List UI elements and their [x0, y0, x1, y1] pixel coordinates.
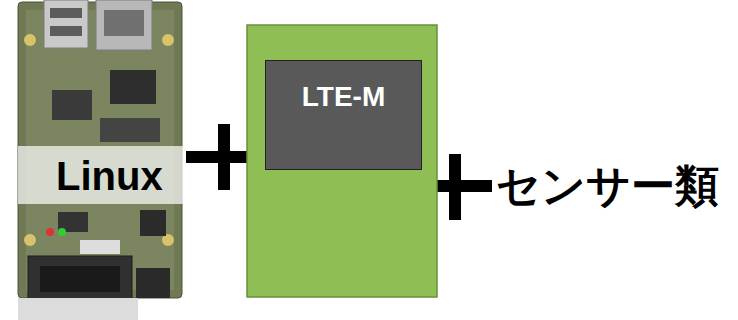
module-label: LTE-M	[274, 81, 413, 113]
os-label: Linux	[56, 152, 163, 200]
module-board	[247, 25, 437, 297]
module-box: LTE-M	[265, 60, 422, 170]
sensor-label: センサー類	[496, 160, 719, 213]
linux-board	[18, 0, 190, 320]
